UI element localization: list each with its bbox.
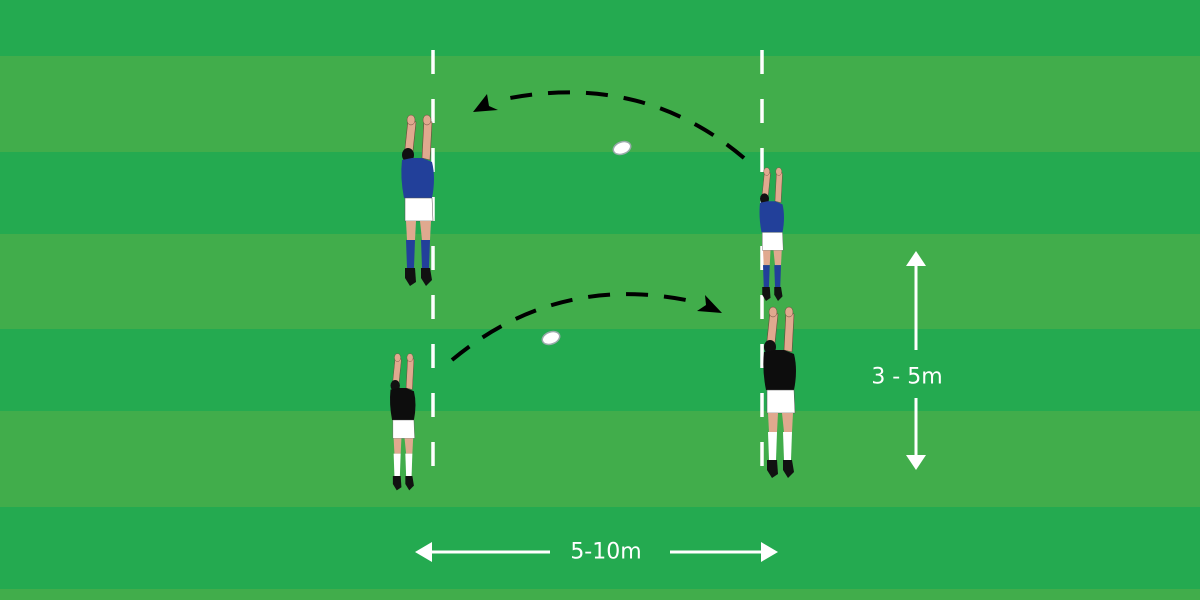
arrowhead-bottom-icon	[697, 295, 722, 313]
horizontal-distance-label: 5-10m	[570, 539, 642, 565]
rugby-ball-top	[612, 140, 632, 156]
pitch-stripe-light	[0, 56, 1200, 152]
pass-path-top	[499, 90, 746, 160]
pitch-stripe-light	[0, 411, 1200, 507]
arrow-down-icon	[906, 455, 926, 470]
player-blue-right	[759, 167, 785, 302]
pitch-stripe-light	[0, 589, 1200, 600]
arrowhead-top-icon	[473, 94, 498, 112]
pitch-stripe-dark	[0, 507, 1200, 589]
arrow-right-icon	[761, 542, 778, 562]
pitch-stripe-dark	[0, 329, 1200, 411]
pass-path-bottom	[450, 292, 701, 362]
vertical-distance-label: 3 - 5m	[871, 364, 943, 390]
pitch-stripe-dark	[0, 152, 1200, 234]
player-black-left	[389, 353, 416, 491]
rugby-ball-bottom	[541, 330, 561, 346]
pitch-stripe-light	[0, 234, 1200, 329]
arrow-left-icon	[415, 542, 432, 562]
pitch-stripe-dark	[0, 0, 1200, 56]
player-blue-left	[400, 114, 435, 287]
arrow-up-icon	[906, 251, 926, 266]
player-black-right	[762, 306, 797, 479]
